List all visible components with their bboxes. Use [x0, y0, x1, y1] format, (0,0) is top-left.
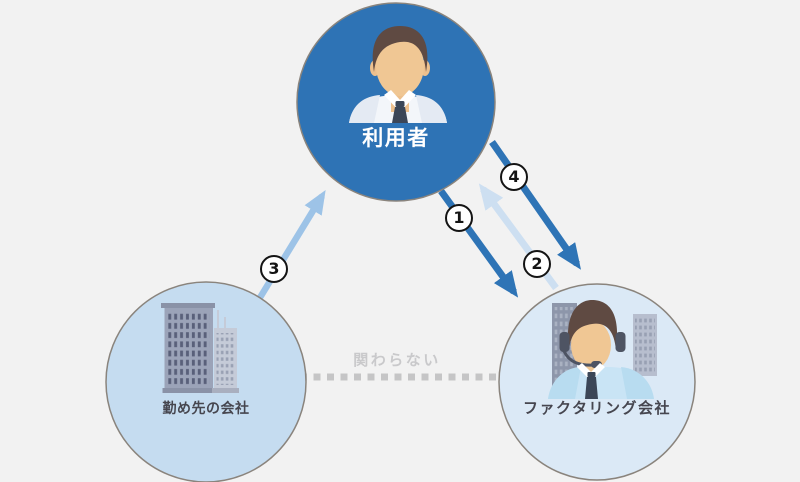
arrow-4-user-to-factoring [489, 139, 582, 270]
arrow-4-number-badge: 4 [500, 163, 528, 191]
non-involvement-label: 関わらない [353, 352, 441, 369]
call-center-agent-icon [548, 300, 657, 399]
office-building-icon [161, 303, 239, 393]
businessman-icon [349, 26, 447, 123]
arrow-1-number-badge: 1 [445, 204, 473, 232]
arrow-2-number-badge: 2 [523, 250, 551, 278]
arrow-3-employer-to-user [247, 190, 326, 316]
arrow-3-number-badge: 3 [260, 255, 288, 283]
